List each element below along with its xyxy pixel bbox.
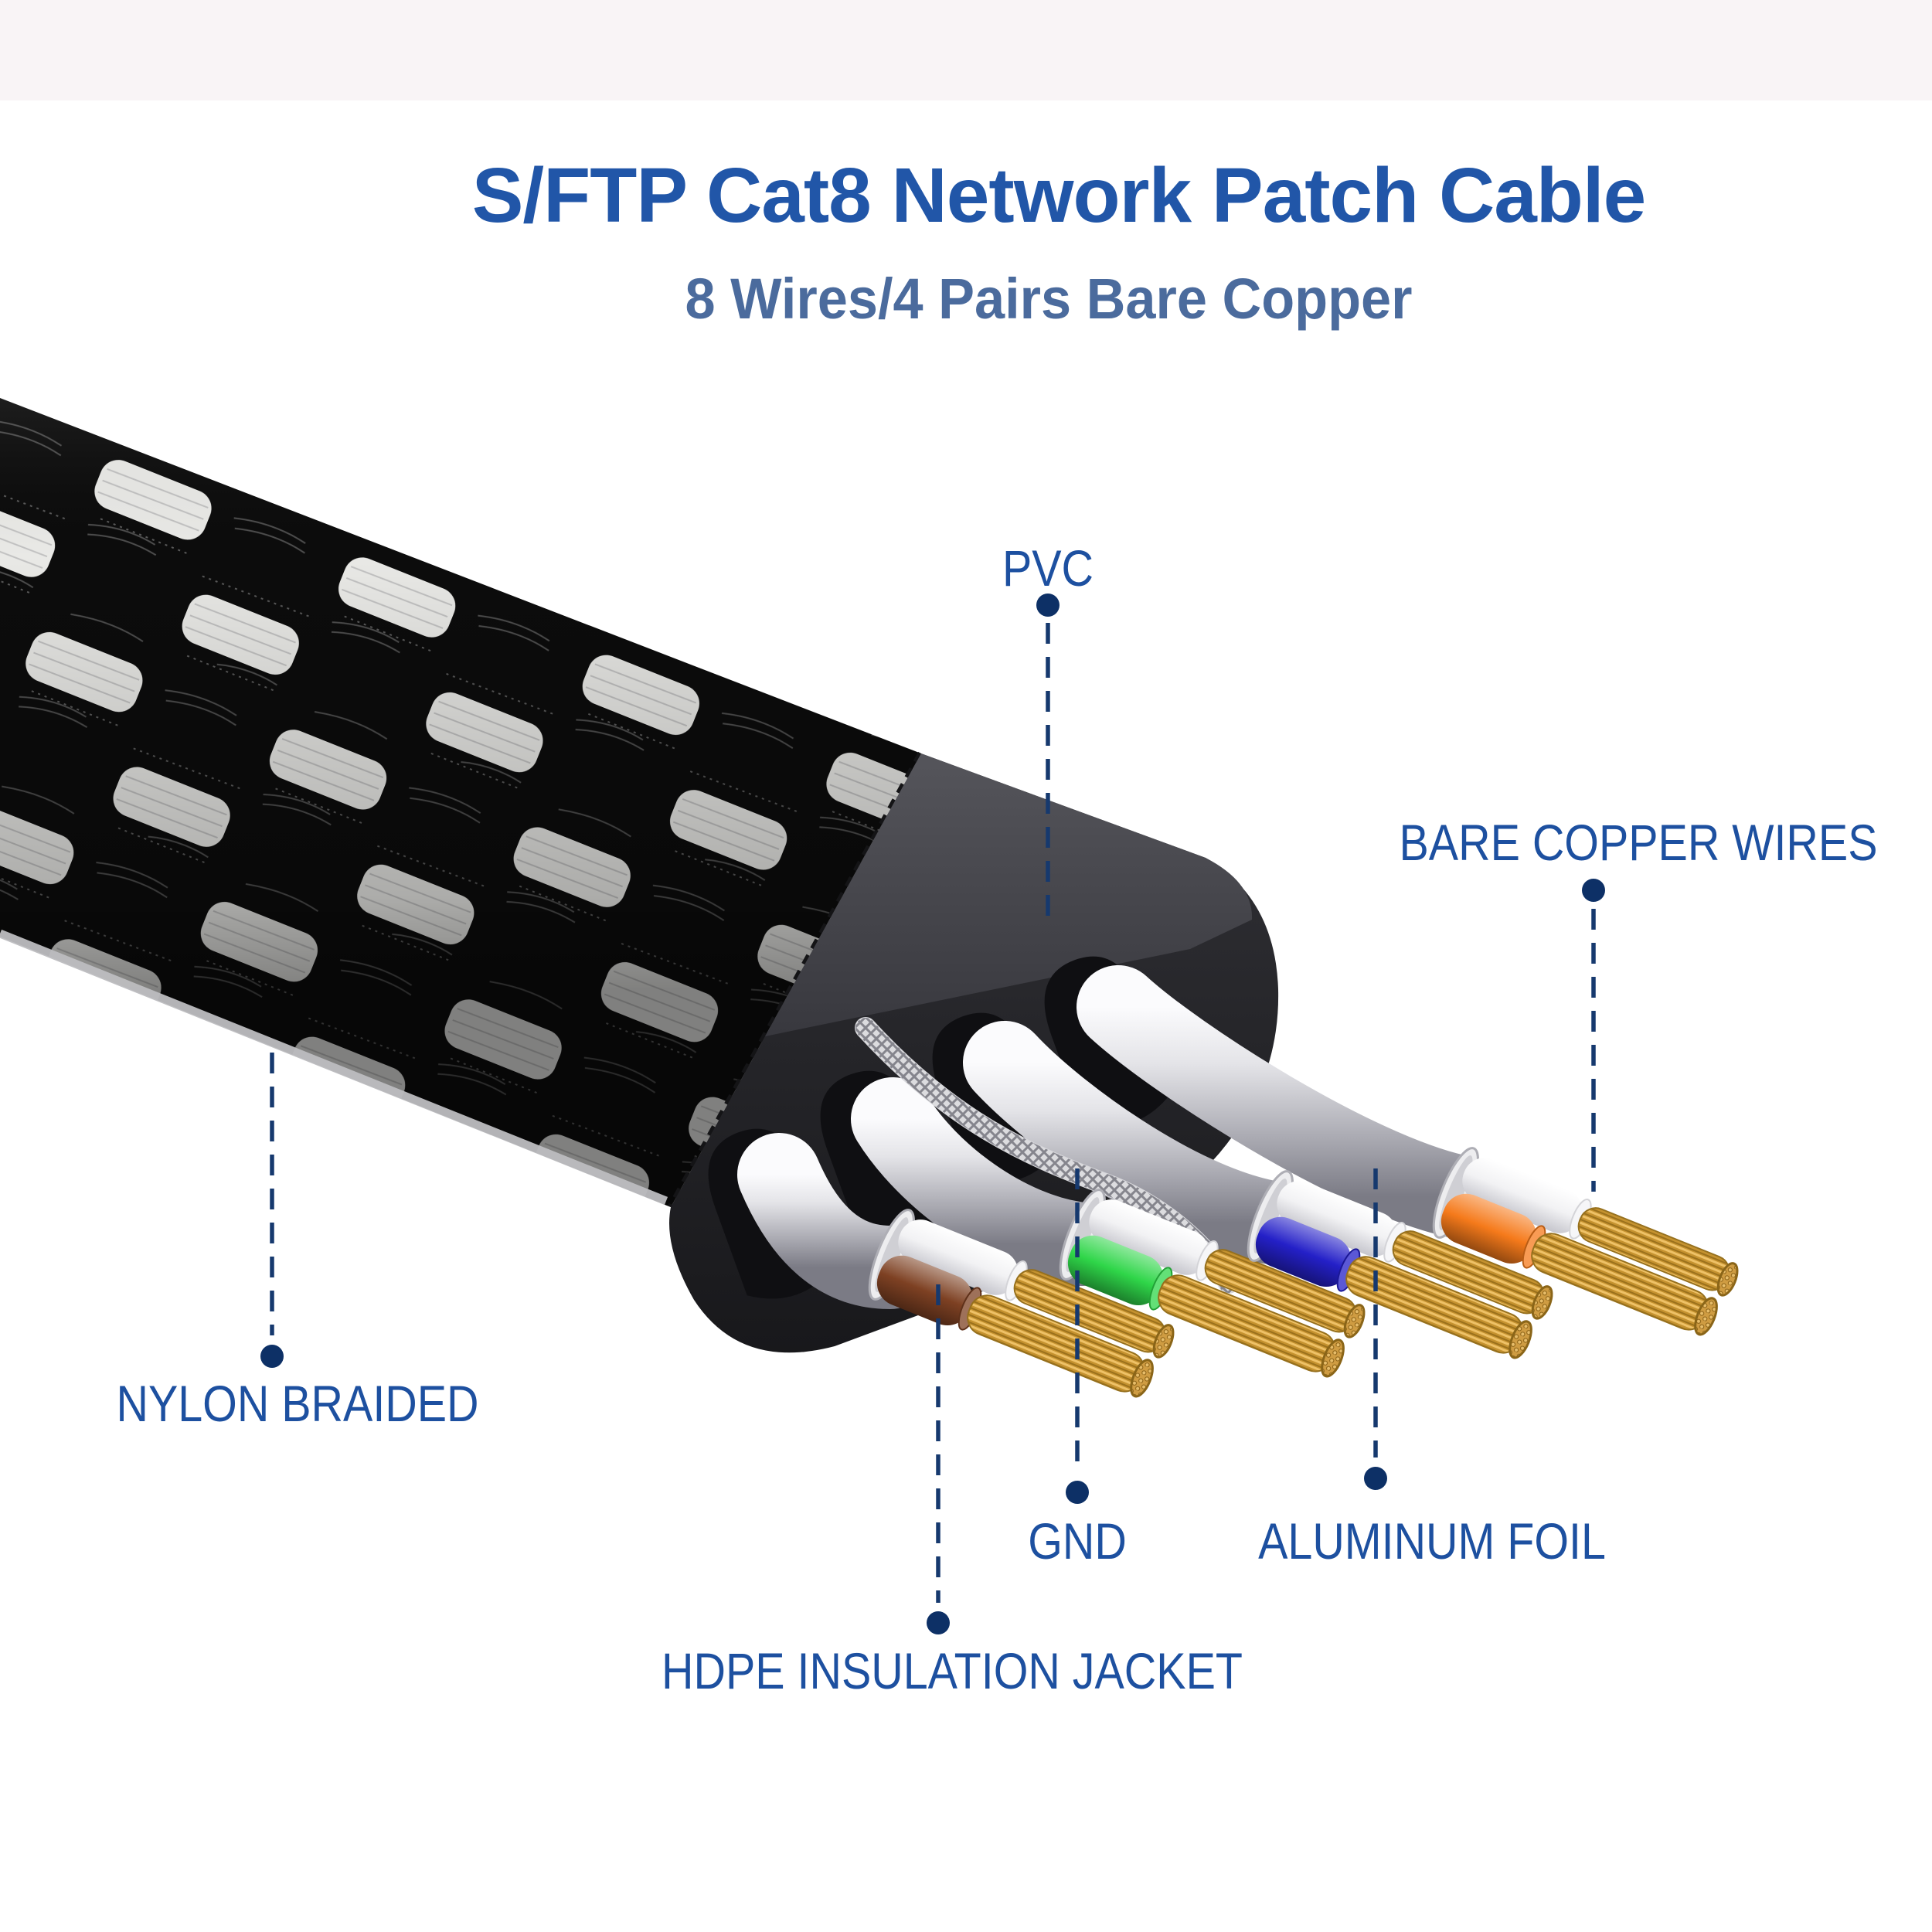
- wire-pairs: [868, 1147, 1739, 1398]
- background-tint: [0, 0, 1932, 100]
- braid-edge-highlight: [0, 929, 668, 1206]
- leader-nylon: [260, 1053, 284, 1368]
- wire-pair-green: [1059, 1189, 1366, 1378]
- wire-pair-brown: [868, 1209, 1175, 1398]
- leader-gnd: [1066, 1168, 1089, 1504]
- wire-pair-blue: [1247, 1170, 1553, 1359]
- label-pvc: PVC: [1002, 539, 1094, 597]
- page-title: S/FTP Cat8 Network Patch Cable: [471, 152, 1647, 239]
- leader-bare-copper: [1582, 879, 1605, 1192]
- label-hdpe-insulation: HDPE INSULATION JACKET: [662, 1642, 1243, 1699]
- label-bare-copper: BARE COPPER WIRES: [1399, 814, 1878, 871]
- leader-hdpe: [927, 1284, 950, 1634]
- leaders: [260, 594, 1605, 1634]
- leader-aluminum: [1364, 1168, 1387, 1490]
- leader-pvc: [1036, 594, 1060, 921]
- page-subtitle: 8 Wires/4 Pairs Bare Copper: [685, 267, 1413, 331]
- braid-cut-edge: [668, 751, 924, 1209]
- label-gnd: GND: [1028, 1512, 1127, 1570]
- pvc-jacket-top-face: [765, 753, 1253, 1036]
- wire-pair-orange: [1432, 1147, 1739, 1336]
- label-nylon-braided: NYLON BRAIDED: [116, 1375, 479, 1432]
- label-aluminum-foil: ALUMINUM FOIL: [1258, 1512, 1606, 1570]
- nylon-braided-sleeve: [0, 398, 924, 1209]
